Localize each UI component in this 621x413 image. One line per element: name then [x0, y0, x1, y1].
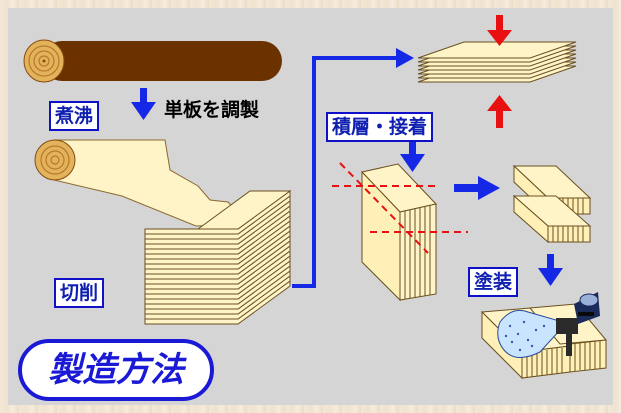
down-arrow-icon	[400, 140, 425, 172]
laminate-bond-label: 積層・接着	[326, 112, 434, 142]
cut-line-icon	[332, 162, 468, 254]
down-arrow-icon	[538, 254, 563, 286]
cut-beams-icon	[512, 164, 592, 244]
spray-cone-icon	[497, 309, 561, 358]
laminated-block-icon	[361, 163, 437, 302]
right-arrow-icon	[454, 176, 500, 200]
manufacturing-method-badge: 製造方法	[18, 339, 214, 401]
boiling-label: 煮沸	[49, 101, 100, 131]
log-icon	[23, 39, 282, 83]
connector-arrow-icon	[292, 48, 414, 288]
veneer-stack-icon	[144, 190, 292, 325]
press-arrow-icon	[487, 15, 512, 128]
spray-gun-icon	[556, 292, 600, 356]
press-stack-icon	[417, 41, 577, 83]
veneer-prep-text: 単板を調製	[164, 99, 260, 121]
veneer-roll-icon	[34, 139, 247, 227]
down-arrow-icon	[131, 88, 156, 120]
painting-label: 塗装	[468, 267, 519, 297]
cutting-label: 切削	[54, 278, 105, 308]
